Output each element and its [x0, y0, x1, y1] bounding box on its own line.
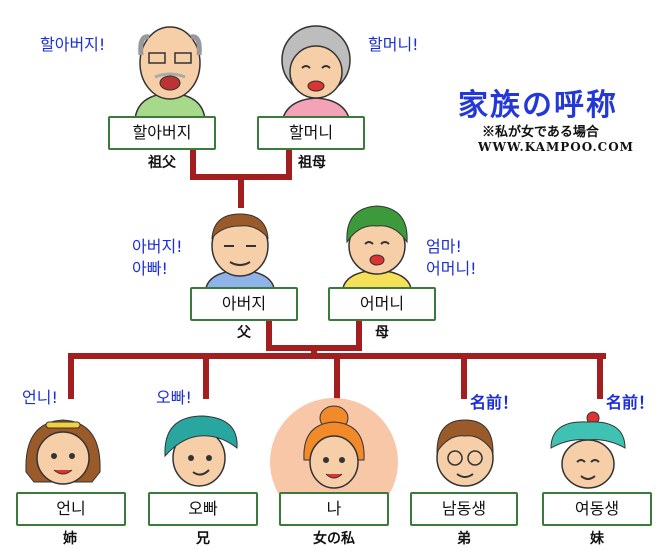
- grandmother-illustration: [281, 25, 351, 122]
- younger-brother-box: 남동생: [410, 492, 518, 526]
- older-brother-kanji: 兄: [196, 531, 210, 547]
- mother-call: 엄마! 어머니!: [426, 236, 477, 280]
- older-sister-illustration: [25, 419, 101, 485]
- connector-parents-left: [266, 321, 272, 351]
- older-brother-call: 오빠!: [156, 387, 192, 409]
- grandfather-box: 할아버지: [108, 116, 216, 150]
- mother-call-2: 어머니!: [426, 259, 477, 278]
- younger-sister-call-1: 名前！: [606, 393, 655, 412]
- younger-brother-call-1: 名前！: [470, 393, 519, 412]
- older-sister-box: 언니: [16, 492, 126, 526]
- older-sister-kanji: 姉: [63, 531, 77, 547]
- father-call-1: 아버지!: [132, 237, 183, 256]
- connector-child-2: [203, 353, 209, 399]
- connector-parents-down: [311, 345, 317, 359]
- me-box: 나: [279, 492, 389, 526]
- grandmother-call-1: 할머니!: [368, 35, 419, 54]
- mother-call-1: 엄마!: [426, 237, 462, 256]
- grandfather-call: 할아버지!: [40, 34, 105, 56]
- older-brother-box: 오빠: [148, 492, 258, 526]
- father-illustration: [205, 213, 275, 288]
- me-kanji: 女の私: [313, 531, 355, 547]
- grandfather-illustration: [134, 26, 206, 120]
- older-sister-call: 언니!: [22, 387, 58, 409]
- connector-child-4: [461, 353, 467, 399]
- connector-grandparents-right: [286, 150, 292, 180]
- connector-child-5: [597, 353, 603, 399]
- younger-sister-kanji: 妹: [590, 531, 604, 547]
- connector-child-1: [68, 353, 74, 399]
- older-sister-call-1: 언니!: [22, 388, 58, 407]
- younger-brother-kanji: 弟: [457, 531, 471, 547]
- mother-box: 어머니: [328, 287, 436, 321]
- father-kanji: 父: [237, 325, 251, 341]
- grandmother-call: 할머니!: [368, 34, 419, 56]
- mother-illustration: [342, 205, 412, 288]
- connector-child-3: [334, 353, 340, 399]
- older-brother-call-1: 오빠!: [156, 388, 192, 407]
- diagram-title: 家族の呼称: [458, 88, 618, 123]
- note-text: ※私が女である場合: [482, 125, 599, 140]
- younger-sister-call: 名前！: [606, 392, 654, 414]
- connector-grandparents-left: [190, 150, 196, 180]
- grandmother-box: 할머니: [257, 116, 365, 150]
- younger-brother-illustration: [436, 419, 494, 487]
- connector-grandparents-down: [238, 174, 244, 208]
- grandfather-call-1: 할아버지!: [40, 35, 106, 54]
- younger-brother-call: 名前！: [470, 392, 518, 414]
- grandmother-kanji: 祖母: [298, 155, 326, 171]
- father-box: 아버지: [190, 287, 298, 321]
- father-call-2: 아빠!: [132, 259, 168, 278]
- mother-kanji: 母: [375, 325, 389, 341]
- younger-sister-box: 여동생: [542, 492, 652, 526]
- site-url: WWW.KAMPOO.COM: [478, 140, 634, 154]
- older-brother-illustration: [164, 415, 238, 487]
- grandfather-kanji: 祖父: [148, 155, 176, 171]
- father-call: 아버지! 아빠!: [132, 236, 183, 280]
- connector-parents-right: [356, 321, 362, 351]
- younger-sister-illustration: [550, 411, 626, 489]
- me-illustration: [303, 405, 365, 489]
